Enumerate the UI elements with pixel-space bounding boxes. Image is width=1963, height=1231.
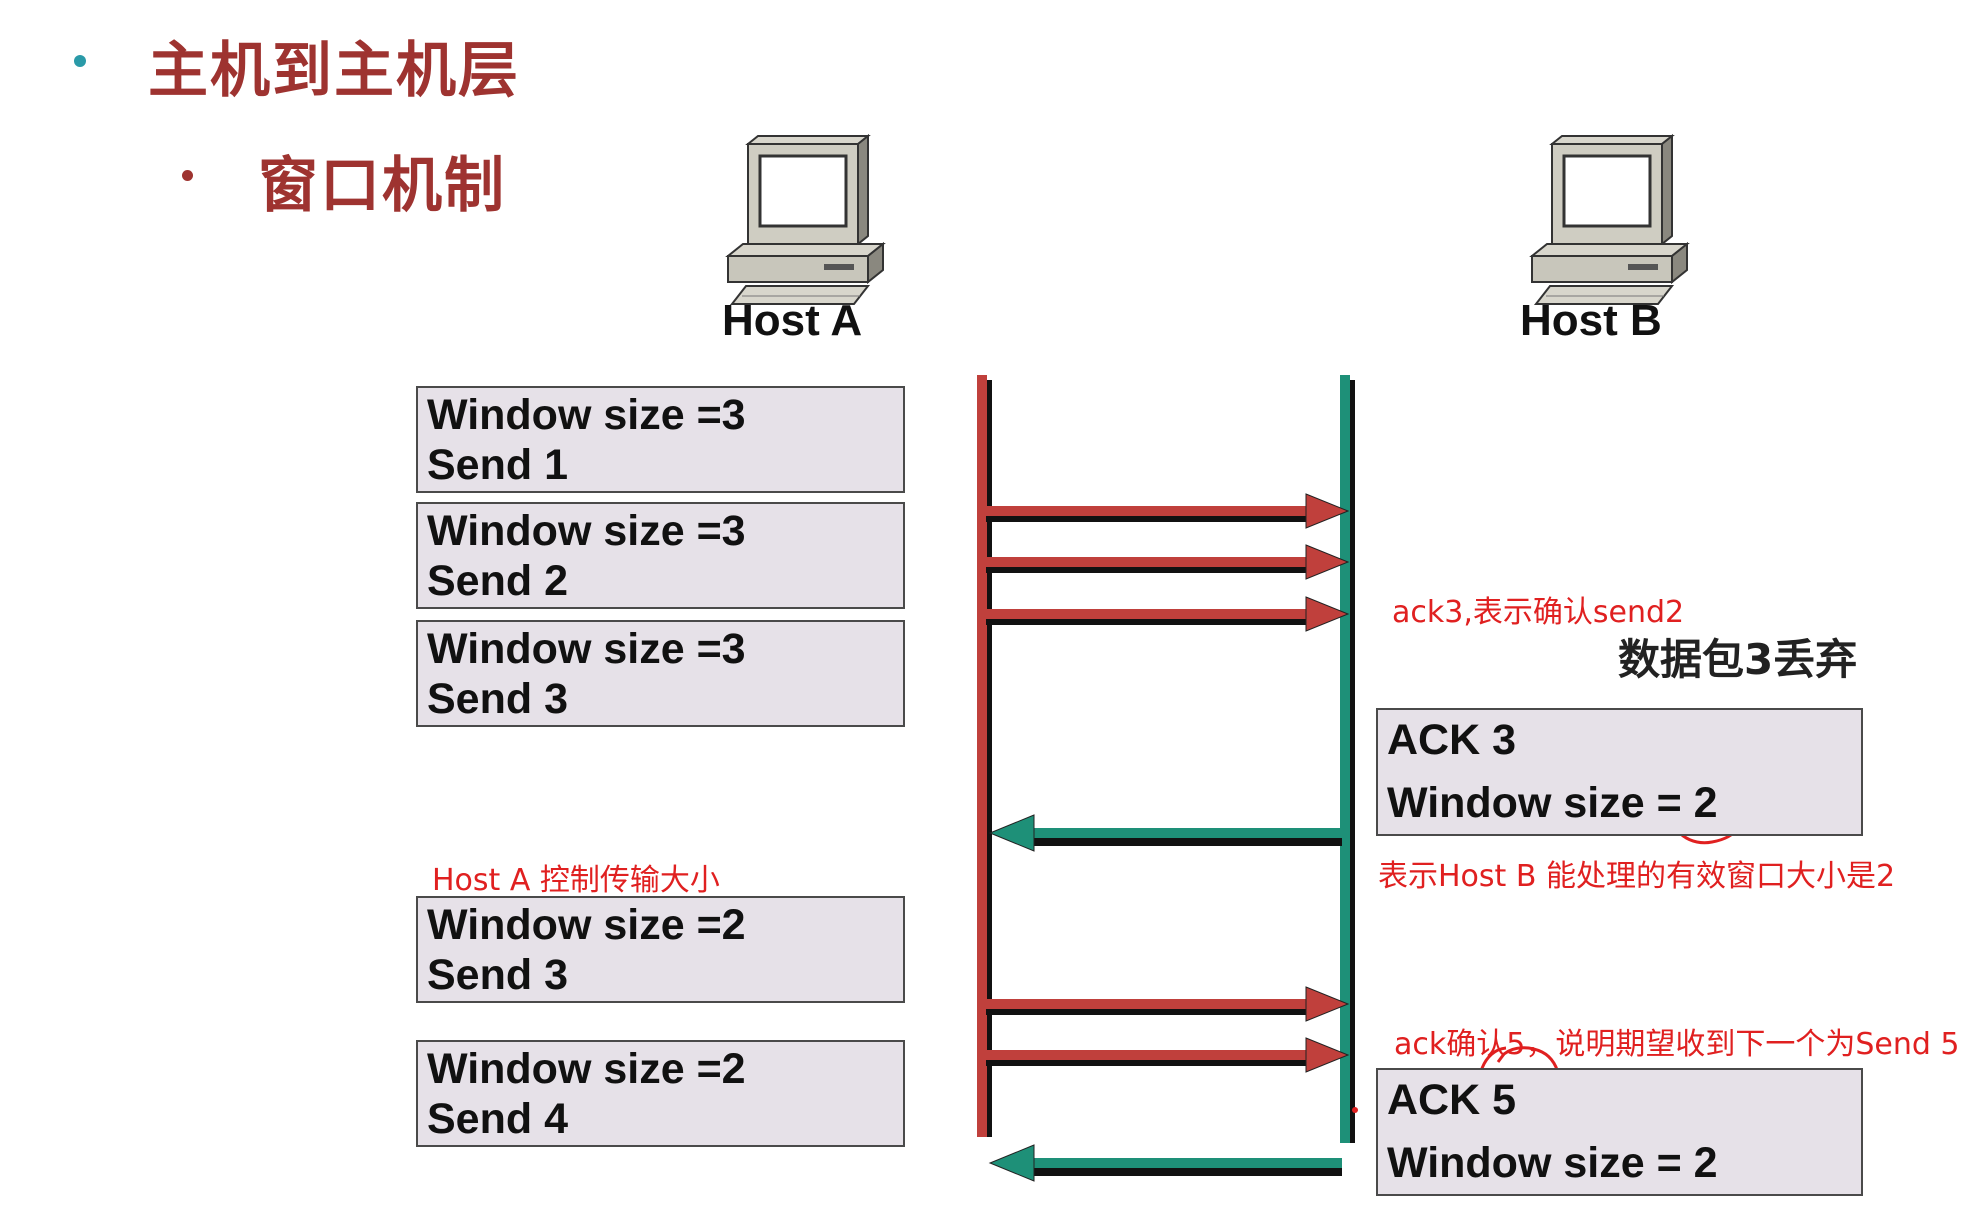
arrow-send-2: [986, 544, 1350, 580]
annotation-ack5: ack确认5，说明期望收到下一个为Send 5: [1394, 1027, 1960, 1062]
sender-box-2: Window size =3 Send 2: [416, 502, 905, 609]
ack-text: ACK 3: [1387, 716, 1517, 764]
window-size-text: Window size = 2: [1387, 1139, 1718, 1187]
annotation-window-size: 表示Host B 能处理的有效窗口大小是2: [1378, 859, 1896, 894]
arrow-send-4: [986, 1037, 1350, 1073]
ack-arrows: [988, 814, 1342, 1182]
send-text: Send 3: [427, 951, 568, 999]
sender-box-4: Window size =2 Send 3: [416, 896, 905, 1003]
arrow-ack-5: [988, 1144, 1342, 1182]
send-text: Send 3: [427, 675, 568, 723]
heading-host-to-host-layer: 主机到主机层: [148, 36, 520, 106]
annotation-host-a-control: Host A 控制传输大小: [432, 863, 720, 898]
bullet-level2: [182, 170, 193, 181]
arrow-ack-3: [988, 814, 1342, 852]
window-size-text: Window size =3: [427, 625, 746, 673]
annotation-dot: [1352, 1107, 1358, 1113]
window-size-text: Window size =3: [427, 391, 746, 439]
host-a-label: Host A: [722, 296, 863, 345]
host-a-timeline: [977, 375, 992, 1137]
ack-box-2: ACK 5 Window size = 2: [1376, 1068, 1863, 1196]
computer-icon-host-a: [726, 134, 885, 306]
send-text: Send 2: [427, 557, 568, 605]
ack-text: ACK 5: [1387, 1076, 1517, 1124]
ack-box-1: ACK 3 Window size = 2: [1376, 708, 1863, 836]
arrow-send-3-retry: [986, 986, 1350, 1022]
bullet-level1: [74, 55, 86, 67]
host-b-label: Host B: [1520, 296, 1662, 345]
heading-window-mechanism: 窗口机制: [258, 151, 506, 221]
window-size-text: Window size = 2: [1387, 779, 1718, 827]
window-size-text: Window size =2: [427, 901, 746, 949]
sender-box-3: Window size =3 Send 3: [416, 620, 905, 727]
send-text: Send 1: [427, 441, 568, 489]
host-b-timeline: [1340, 375, 1355, 1143]
window-size-text: Window size =3: [427, 507, 746, 555]
data-arrows: [986, 493, 1350, 1073]
sender-box-5: Window size =2 Send 4: [416, 1040, 905, 1147]
annotation-ack3: ack3,表示确认send2: [1392, 595, 1685, 630]
sender-box-1: Window size =3 Send 1: [416, 386, 905, 493]
send-text: Send 4: [427, 1095, 568, 1143]
computer-icon-host-b: [1530, 134, 1689, 306]
window-size-text: Window size =2: [427, 1045, 746, 1093]
arrow-send-3: [986, 596, 1350, 632]
arrow-send-1: [986, 493, 1350, 529]
annotation-packet-dropped: 数据包3丢弃: [1618, 635, 1858, 684]
